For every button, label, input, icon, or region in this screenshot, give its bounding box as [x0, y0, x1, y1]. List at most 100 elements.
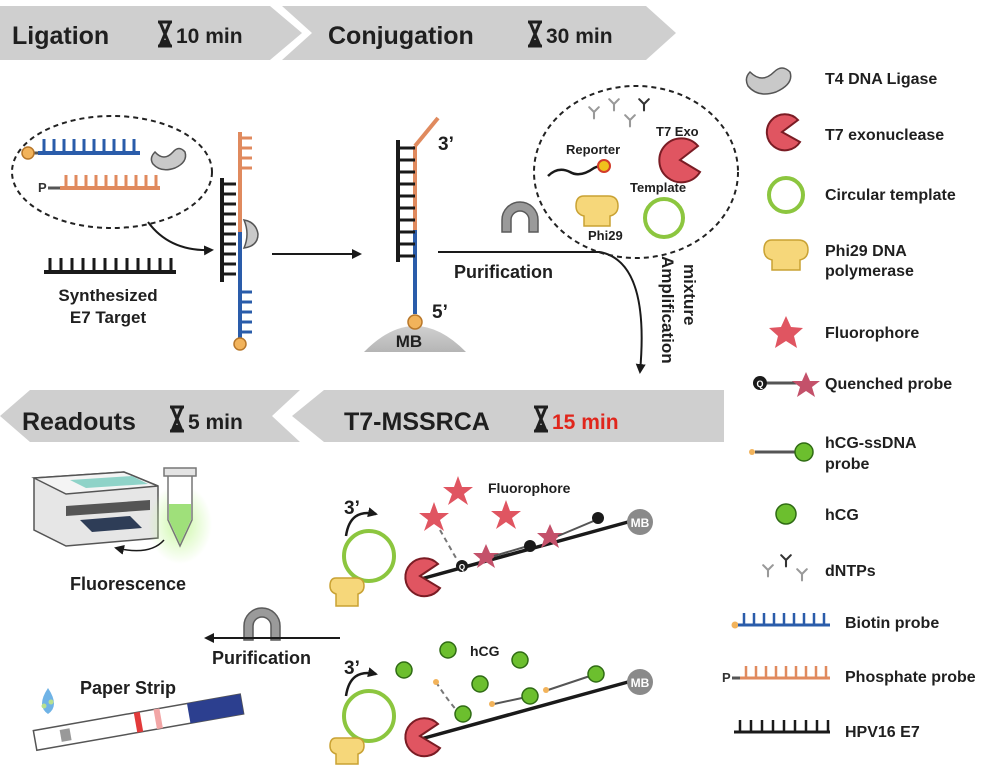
fluorescence-label: Fluorescence: [70, 574, 186, 594]
legend-label: hCG-ssDNA: [825, 435, 917, 452]
reporter-probe-icon: [547, 164, 603, 177]
biotin-probe-icon: [21, 139, 140, 160]
legend-label: Phi29 DNA: [825, 243, 907, 260]
readouts-title: Readouts: [22, 408, 136, 436]
readouts-banner: Readouts 5 min: [0, 390, 300, 442]
magnetic-bead-icon: [627, 509, 653, 535]
rca-direction-arrow: [344, 667, 378, 697]
droplets-icon: [41, 688, 54, 714]
plate-reader-icon: [31, 471, 159, 547]
quencher-label: Q: [459, 563, 465, 572]
phi29-label: Phi29: [588, 228, 623, 243]
paper-strip-label: Paper Strip: [80, 678, 176, 698]
legend-label: Circular template: [825, 187, 956, 204]
magnetic-bead-icon: [627, 669, 653, 695]
legend-fluorophore-icon: [769, 316, 803, 348]
conjugation-time: 30 min: [546, 25, 613, 48]
rca-fluorophore-label: Fluorophore: [488, 480, 571, 496]
readout-purification-label: Purification: [212, 648, 311, 668]
hcg-icon: [454, 705, 472, 723]
magnetic-bead-icon: [364, 326, 466, 352]
reporter-label: Reporter: [566, 142, 620, 157]
rca-direction-arrow: [344, 507, 378, 537]
t7-exonuclease-icon: [658, 137, 702, 184]
hcg-icon: [587, 665, 605, 683]
to-amplification-arrow: [599, 251, 646, 374]
hourglass-icon: [158, 20, 172, 48]
hcg-icon: [471, 675, 489, 693]
conjugation-title: Conjugation: [328, 22, 474, 50]
legend-label: T7 exonuclease: [825, 127, 944, 144]
legend-circular-template-icon: [767, 176, 805, 214]
rca-hcg-label: hCG: [470, 643, 500, 659]
amplification-label: Amplification mixture: [658, 256, 699, 364]
rca-fluorescent-branch: MB 3’ Q: [329, 476, 653, 607]
legend-label-line2: probe: [825, 456, 870, 473]
t7exo-label: T7 Exo: [656, 124, 699, 139]
legend-label: dNTPs: [825, 563, 876, 580]
rca-mb-bottom: MB: [631, 676, 650, 690]
legend: T4 DNA Ligase T7 exonuclease Circular te…: [722, 67, 976, 741]
bubble-to-duplex-arrow: [147, 221, 214, 256]
t4-ligase-icon: [150, 147, 187, 171]
tube-to-reader-arrow: [114, 539, 165, 555]
e7-target-strand: [44, 258, 176, 274]
t7mssrca-title: T7-MSSRCA: [344, 408, 490, 436]
legend-hcg-icon: [775, 503, 797, 525]
circular-template-icon: [342, 529, 396, 583]
legend-t4-ligase-icon: [745, 67, 792, 95]
template-label: Template: [630, 180, 686, 195]
fluorophore-icon: [443, 476, 473, 505]
legend-label: Fluorophore: [825, 325, 919, 342]
legend-dntps-icon: [762, 564, 808, 582]
circular-template-icon: [643, 197, 685, 239]
phosphate-probe-icon: P: [38, 175, 160, 195]
mb-label: MB: [396, 332, 422, 351]
tube-icon: [163, 467, 197, 548]
phi29-polymerase-icon: [575, 195, 619, 227]
ligation-title: Ligation: [12, 22, 109, 50]
legend-biotin-probe-icon: [731, 613, 830, 629]
legend-label: Biotin probe: [845, 615, 939, 632]
hcg-icon: [511, 651, 529, 669]
hourglass-icon: [170, 405, 184, 433]
phi29-polymerase-icon: [329, 737, 365, 765]
amplification-line1: Amplification: [658, 256, 677, 364]
purification-label: Purification: [454, 262, 553, 282]
rca-three-prime-top: 3’: [344, 498, 360, 519]
readouts-time: 5 min: [188, 411, 243, 434]
amplification-mixture-bubble: Reporter T7 Exo Template Phi29: [533, 85, 739, 259]
hcg-icon: [395, 661, 413, 679]
dntps-icon: [588, 98, 636, 128]
legend-label: hCG: [825, 507, 859, 524]
paper-strip-icon: [32, 693, 245, 752]
phi29-polymerase-icon: [329, 577, 365, 607]
hourglass-icon: [534, 405, 548, 433]
hcg-icon: [439, 641, 457, 659]
five-prime-label: 5’: [432, 302, 448, 323]
magnetic-bead-conjugate: MB: [364, 116, 466, 352]
hcg-icon: [521, 687, 539, 705]
ligation-reactants-bubble: P: [11, 115, 213, 229]
rca-hcg-branch: MB 3’: [329, 641, 653, 765]
fluorophore-icon: [537, 524, 563, 548]
legend-label-line2: polymerase: [825, 263, 914, 280]
legend-quencher-label: Q: [756, 379, 763, 389]
legend-label: HPV16 E7: [845, 724, 920, 741]
legend-quenched-probe-icon: [792, 372, 820, 397]
fluorophore-icon: [419, 502, 449, 531]
t4-ligase-icon: [242, 219, 259, 249]
three-prime-label: 3’: [438, 134, 454, 155]
legend-phosphate-probe-icon: P: [722, 666, 830, 685]
rca-mb-top: MB: [631, 516, 650, 530]
ligated-duplex: [220, 132, 259, 351]
legend-phosphate-p: P: [722, 670, 731, 685]
fluorophore-icon: [491, 500, 521, 529]
legend-label: Phosphate probe: [845, 669, 976, 686]
t7-exonuclease-icon: [404, 717, 442, 758]
target-label-line2: E7 Target: [70, 308, 147, 327]
ligation-banner: Ligation 10 min: [0, 6, 302, 60]
legend-hpv16-e7-icon: [734, 720, 830, 734]
